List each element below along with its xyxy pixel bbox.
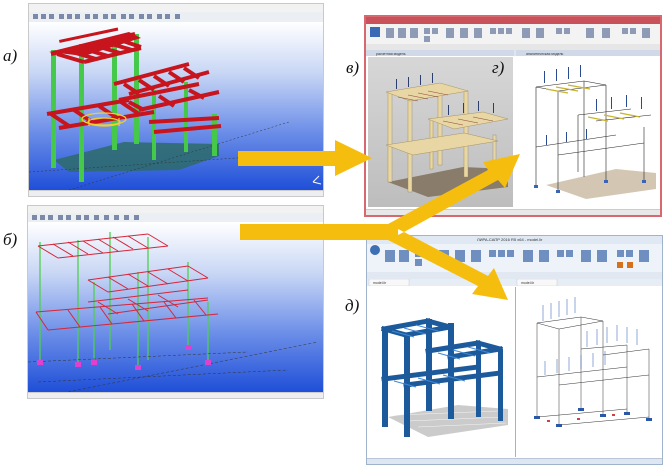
label-g: г) <box>492 58 505 77</box>
tab-d-left[interactable]: model.lir <box>373 281 387 285</box>
tab-left[interactable]: расчетная модель <box>376 52 406 56</box>
panel-v-statusbar <box>366 209 660 215</box>
panel-b-tekla-analytical-model <box>27 205 324 399</box>
panel-v-ribbon <box>366 24 660 51</box>
label-d: д) <box>345 296 360 315</box>
panel-d-tabs: model.lir model.lir <box>367 279 662 286</box>
arrow-b-to-g <box>388 154 520 232</box>
panel-d-titlebar: ЛИРА-САПР 2016 R5 x64 - model.lir <box>367 236 662 244</box>
panel-a-structure-drawing <box>29 27 323 190</box>
panel-v-titlebar <box>366 17 660 24</box>
panel-a-tekla-3d-model <box>28 3 324 197</box>
arrow-b-to-d <box>388 232 508 300</box>
arrow-b-fork-body <box>240 224 398 240</box>
panel-d-divider[interactable] <box>515 287 516 457</box>
label-b: б) <box>3 230 18 249</box>
panel-d-analytic-drawing <box>534 297 652 427</box>
panel-d-tabs-drawing: model.lir model.lir <box>368 279 558 286</box>
panel-a-statusbar <box>29 190 323 196</box>
panel-v-ribbon-icons <box>366 27 660 50</box>
panel-d-lira-window: ЛИРА-САПР 2016 R5 x64 - model.lir model.… <box>366 235 663 465</box>
panel-b-viewport[interactable] <box>28 222 323 392</box>
panel-a-viewport[interactable] <box>29 22 323 190</box>
panel-b-statusbar <box>28 392 323 398</box>
panel-v-analytic-drawing <box>534 65 656 199</box>
label-v: в) <box>346 58 360 77</box>
panel-b-toolbar-icons <box>32 215 139 220</box>
tab-d-right[interactable]: model.lir <box>521 281 535 285</box>
panel-d-title: ЛИРА-САПР 2016 R5 x64 - model.lir <box>477 237 543 242</box>
arrow-a-to-v <box>238 140 372 176</box>
panel-d-right-analytic-view[interactable] <box>517 287 662 457</box>
panel-d-left-3d-view[interactable] <box>368 287 514 457</box>
panel-v-right-analytic-view[interactable] <box>516 57 660 207</box>
panel-v-tabs: расчетная модель аналитическая модель <box>366 50 660 56</box>
panel-v-revit-window: расчетная модель аналитическая модель <box>364 15 662 217</box>
panel-d-blue-frame-drawing <box>380 317 508 437</box>
tab-right[interactable]: аналитическая модель <box>526 52 564 56</box>
panel-d-statusbar <box>367 458 662 464</box>
panel-a-toolbar-icons <box>33 14 180 19</box>
label-a: а) <box>3 46 18 65</box>
panel-v-tabs-drawing: расчетная модель аналитическая модель <box>366 50 660 56</box>
panel-b-wireframe-drawing <box>28 232 319 392</box>
